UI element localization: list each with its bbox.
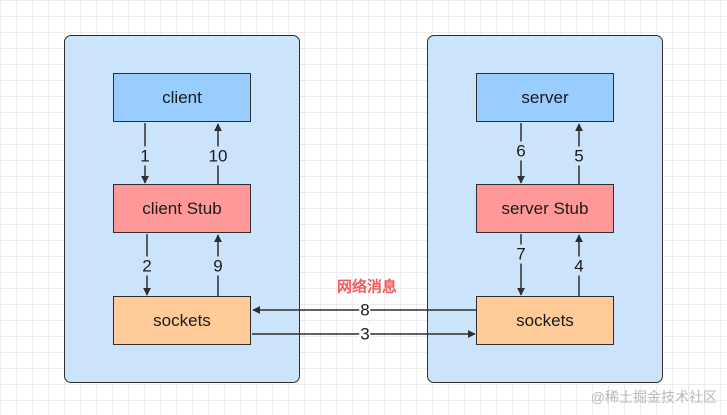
step-label-1: 1 [139, 146, 151, 166]
server-box: server [476, 73, 614, 122]
server-stub-label: server Stub [501, 198, 589, 218]
step-label-10: 10 [207, 146, 229, 166]
network-message-label: 网络消息 [336, 278, 398, 296]
step-label-7: 7 [515, 244, 527, 264]
server-stub-box: server Stub [476, 184, 614, 233]
step-label-8: 8 [359, 300, 371, 320]
client-stub-box: client Stub [113, 184, 251, 233]
server-label: server [521, 87, 569, 107]
client-label: client [162, 87, 202, 107]
watermark: @稀土掘金技术社区 [590, 389, 717, 405]
server-sockets-box: sockets [476, 296, 614, 345]
step-label-9: 9 [212, 256, 224, 276]
step-label-4: 4 [573, 256, 585, 276]
step-label-6: 6 [515, 141, 527, 161]
client-sockets-label: sockets [153, 310, 211, 330]
step-label-2: 2 [141, 256, 153, 276]
client-sockets-box: sockets [113, 296, 251, 345]
client-stub-label: client Stub [142, 198, 222, 218]
step-label-5: 5 [573, 146, 585, 166]
server-sockets-label: sockets [516, 310, 574, 330]
client-box: client [113, 73, 251, 122]
step-label-3: 3 [359, 324, 371, 344]
